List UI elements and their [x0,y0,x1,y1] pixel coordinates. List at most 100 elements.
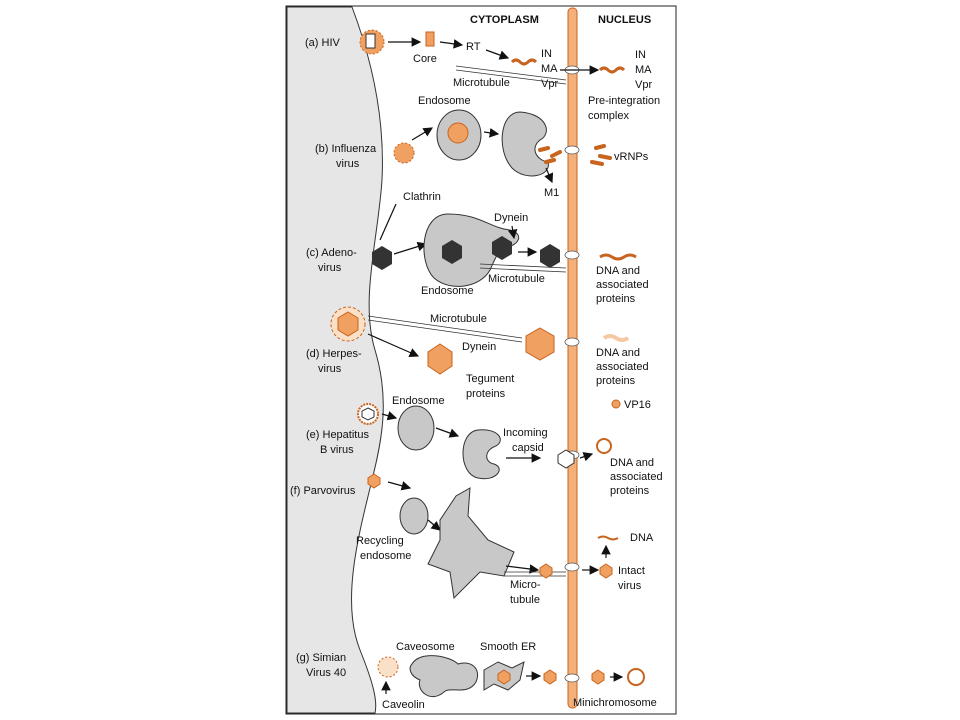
panel-a-hiv: (a) HIV Core RT IN MA Vpr Microtubule IN… [305,29,660,122]
herpes-capsid-cytoplasm [427,343,453,375]
adeno-dna [599,253,637,261]
microtubule-a [455,65,567,85]
label-in-nuc: IN [635,49,646,61]
label-ma-nuc: MA [635,64,652,76]
label-dna-e-2: associated [610,471,663,483]
hiv-preintegration-complex [510,58,538,66]
label-endosome-e: Endosome [392,395,445,407]
label-clathrin: Clathrin [403,191,441,203]
header-nucleus: NUCLEUS [598,14,651,26]
microtubule-d [367,315,523,343]
label-tegument-2: proteins [466,388,506,400]
label-caveosome: Caveosome [396,641,455,653]
caveosome [409,655,478,698]
minichromosome-circle [627,668,645,686]
label-dna-c-1: DNA and [596,265,640,277]
label-vpr-nuc: Vpr [635,79,652,91]
vrnps-cluster [538,144,612,166]
panel-d-herpes: (d) Herpes- virus Microtubule Dynein Teg… [306,306,651,411]
label-ma-cyto: MA [541,63,558,75]
hepb-capsid-at-pore [557,449,575,469]
virus-label-hiv: (a) HIV [305,37,341,49]
label-core: Core [413,53,437,65]
endosome-e1 [397,405,435,451]
hepb-dna [596,438,612,454]
vp16-dot [611,399,621,409]
sv40-virion [377,656,399,678]
label-vp16: VP16 [624,399,651,411]
virus-label-sv40-2: Virus 40 [306,667,346,679]
label-microtubule-d: Microtubule [430,313,487,325]
parvovirus-intact-nucleus [599,563,613,579]
herpes-capsid-at-pore [525,327,555,361]
panel-f-parvovirus: (f) Parvovirus Recycling endosome Micro-… [290,473,654,606]
label-recycling-1: Recycling [356,535,404,547]
label-microtubule-a: Microtubule [453,77,510,89]
panel-c-adenovirus: (c) Adeno- virus Dynein Endosome Microtu… [306,203,649,305]
hiv-pic-nucleus [598,66,626,74]
sv40-at-pore [543,669,557,685]
panel-e-hepatitis-b: (e) Hepatitus B virus Endosome Incoming … [306,395,663,497]
virus-label-adeno-2: virus [318,262,342,274]
microtubule-f [504,571,566,577]
label-incoming-1: Incoming [503,427,548,439]
header-cytoplasm: CYTOPLASM [470,14,539,26]
label-dna-d-3: proteins [596,375,636,387]
label-complex: complex [588,110,629,122]
virus-label-adeno: (c) Adeno- [306,247,357,259]
adenovirus-in-endosome [442,240,462,264]
virus-label-herpes: (d) Herpes- [306,348,362,360]
label-dna-f: DNA [630,532,654,544]
label-vrnps: vRNPs [614,151,649,163]
virus-label-hepb-2: B virus [320,444,354,456]
virus-label-influenza: (b) Influenza [315,143,377,155]
parvo-dna [597,535,619,541]
parvovirus-virion [367,473,381,489]
influenza-virion [393,142,415,164]
label-preintegration: Pre-integration [588,95,660,107]
label-dna-d-2: associated [596,361,649,373]
virus-label-sv40: (g) Simian [296,652,346,664]
adenovirus-at-pore [540,244,560,268]
label-minichromosome: Minichromosome [573,697,657,709]
label-micro-f-2: tubule [510,594,540,606]
adenovirus-escaping [492,236,512,260]
endosome-e2 [462,429,501,480]
label-dna-c-2: associated [596,279,649,291]
virus-label-hepb: (e) Hepatitus [306,429,369,441]
virus-label-herpes-2: virus [318,363,342,375]
cell-membrane [286,6,384,714]
label-recycling-2: endosome [360,550,411,562]
influenza-in-endosome [447,122,469,144]
label-intact-2: virus [618,580,642,592]
label-dna-d-1: DNA and [596,347,640,359]
label-rt: RT [466,41,481,53]
label-microtubule-c: Microtubule [488,273,545,285]
virus-label-parvo: (f) Parvovirus [290,485,356,497]
label-dna-e-3: proteins [610,485,650,497]
label-incoming-2: capsid [512,442,544,454]
label-dna-e-1: DNA and [610,457,654,469]
parvovirus-at-pore [539,563,553,579]
endosome-c [423,213,520,287]
label-endosome-c: Endosome [421,285,474,297]
label-micro-f-1: Micro- [510,579,541,591]
herpes-dna [602,334,630,342]
label-caveolin: Caveolin [382,699,425,711]
sv40-in-nucleus [591,669,605,685]
hiv-core [425,31,435,47]
label-vpr-cyto: Vpr [541,78,558,90]
label-m1: M1 [544,187,559,199]
label-endosome-b: Endosome [418,95,471,107]
panel-b-influenza: (b) Influenza virus Endosome vRNPs M1 Cl… [315,95,649,203]
adenovirus-capsid [372,246,392,270]
panel-g-sv40: (g) Simian Virus 40 Caveolin Caveosome S… [296,641,657,711]
label-dynein-d: Dynein [462,341,496,353]
label-dna-c-3: proteins [596,293,636,305]
virus-label-influenza-2: virus [336,158,360,170]
label-dynein-c: Dynein [494,212,528,224]
label-intact-1: Intact [618,565,645,577]
label-in-cyto: IN [541,48,552,60]
label-smooth-er: Smooth ER [480,641,536,653]
